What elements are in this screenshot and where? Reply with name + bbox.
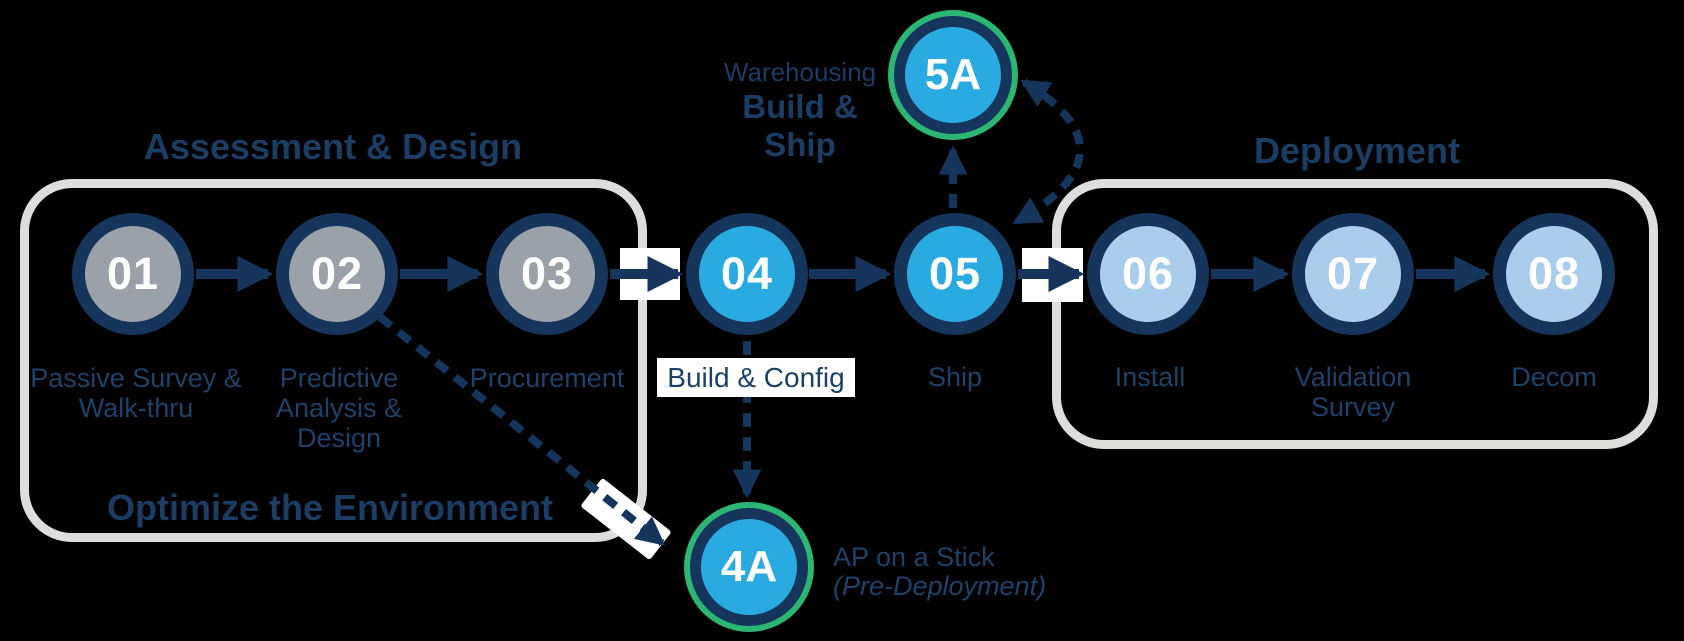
step-number-06: 06 [1121, 248, 1175, 299]
step-number-05: 05 [928, 248, 982, 299]
alt-number-5a: 5A [924, 50, 982, 99]
step-label-07: Validation Survey [1295, 362, 1412, 422]
alt-circle-5a: 5A [894, 16, 1012, 134]
step-label-line: Ship [927, 362, 983, 392]
step-label-01: Passive Survey & Walk-thru [30, 363, 242, 423]
step-label-line: Predictive [279, 363, 399, 393]
deployment-box [1052, 179, 1658, 449]
alt-number-4a: 4A [720, 542, 778, 591]
step-label-06: Install [1115, 362, 1186, 392]
step-label-05: Ship [928, 362, 982, 392]
step-number-01: 01 [106, 248, 160, 299]
step-label-line: Walk-thru [78, 393, 194, 423]
step-number-02: 02 [310, 248, 364, 299]
assessment-design-box [20, 179, 647, 542]
step-number-04: 04 [720, 248, 774, 299]
step-label-line: Analysis & [275, 393, 403, 423]
ap-on-a-stick-label-block: AP on a Stick (Pre-Deployment) [833, 543, 1046, 601]
build-config-label-box: Build & Config [657, 358, 855, 397]
step-label-line: Validation [1294, 362, 1412, 392]
step-label-line: Procurement [469, 363, 625, 393]
step-circle-08: 08 [1493, 213, 1615, 335]
step-circle-04: 04 [686, 213, 808, 335]
step-circle-03: 03 [486, 213, 608, 335]
pre-deployment-label: (Pre-Deployment) [833, 571, 1047, 601]
step-label-line: Decom [1511, 362, 1597, 392]
step-number-03: 03 [520, 248, 574, 299]
step-circle-06: 06 [1087, 213, 1209, 335]
step-label-line: Install [1114, 362, 1186, 392]
assessment-design-title: Assessment & Design [143, 126, 523, 167]
step-circle-05: 05 [894, 213, 1016, 335]
deployment-title: Deployment [1253, 130, 1461, 171]
ap-on-a-stick-label: AP on a Stick [833, 542, 995, 572]
warehousing-label: Warehousing [723, 57, 877, 87]
step-label-03: Procurement [470, 363, 625, 393]
dashed-arc-5a-05 [1012, 78, 1084, 226]
step-label-line: Design [296, 423, 382, 453]
step-label-02: Predictive Analysis & Design [276, 363, 402, 453]
step-label-line: Survey [1310, 392, 1396, 422]
step-circle-07: 07 [1292, 213, 1414, 335]
step-number-08: 08 [1527, 248, 1581, 299]
step-label-08: Decom [1511, 362, 1597, 392]
build-ship-label-line2: Ship [764, 126, 836, 163]
alt-circle-4a: 4A [690, 508, 808, 626]
step-circle-02: 02 [276, 213, 398, 335]
step-number-07: 07 [1326, 248, 1380, 299]
warehousing-label-block: Warehousing Build & Ship [724, 56, 876, 164]
optimize-environment-label: Optimize the Environment [106, 487, 554, 528]
build-config-label: Build & Config [667, 361, 845, 393]
step-label-line: Passive Survey & [30, 363, 242, 393]
build-ship-label-line1: Build & [742, 88, 858, 125]
dashed-arrow-02-4a [377, 313, 666, 547]
step-circle-01: 01 [72, 213, 194, 335]
